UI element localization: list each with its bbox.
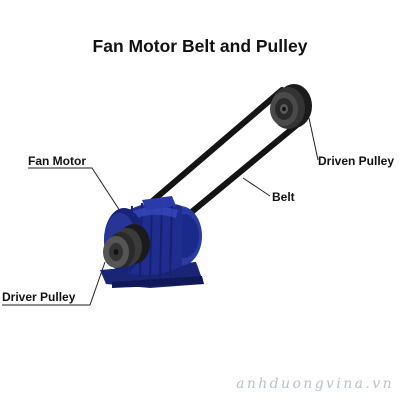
watermark: anhduongvina.vn [236,376,394,392]
label-fan-motor: Fan Motor [28,154,86,168]
leader-lines [2,117,319,306]
driven-pulley [270,84,312,129]
driver-pulley [103,224,150,268]
belt-leader [242,177,271,197]
label-belt: Belt [272,190,295,204]
label-driver-pulley: Driver Pulley [2,290,76,304]
driven-pulley-leader [308,117,319,161]
fan-motor-leader [28,167,123,215]
diagram-title: Fan Motor Belt and Pulley [92,36,308,56]
label-driven-pulley: Driven Pulley [318,154,395,168]
driver-pulley-leader [2,261,106,306]
